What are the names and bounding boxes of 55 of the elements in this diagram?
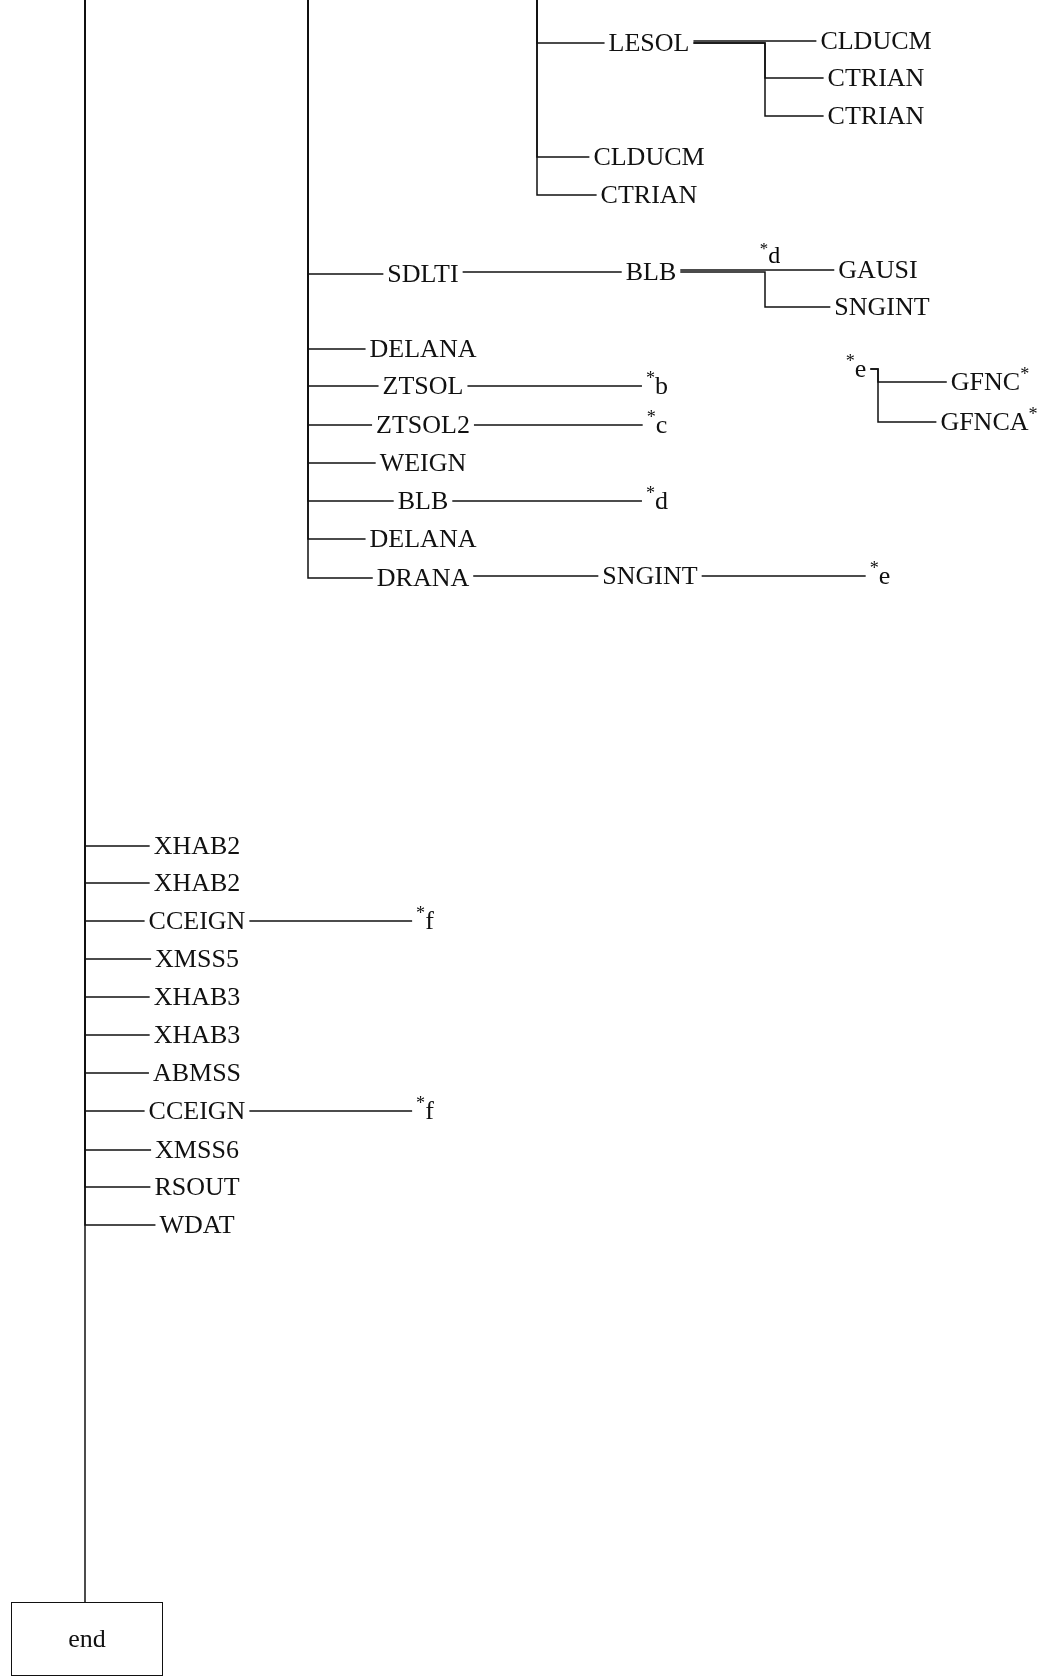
routine-name: ZTSOL bbox=[378, 371, 468, 401]
tree-connector bbox=[248, 1110, 413, 1112]
routine-name: ZTSOL2 bbox=[372, 410, 474, 440]
routine-name: CLDUCM bbox=[816, 26, 936, 56]
routine-name: CTRIAN bbox=[596, 180, 702, 210]
routine-name: WDAT bbox=[155, 1210, 239, 1240]
routine-name: GFNC$^{*}$ bbox=[946, 367, 1034, 397]
routine-name: SDLTI bbox=[383, 259, 463, 289]
routine-name: DRANA bbox=[372, 563, 474, 593]
routine-name: $^{*}$b bbox=[641, 371, 673, 401]
routine-name: CCEIGN bbox=[144, 1096, 250, 1126]
tree-connector bbox=[307, 0, 374, 579]
routine-name: ABMSS bbox=[148, 1058, 246, 1088]
routine-name: DELANA bbox=[365, 334, 481, 364]
routine-name: $^{*}$f bbox=[412, 1096, 438, 1126]
tree-connector bbox=[84, 0, 86, 1603]
routine-name: XHAB3 bbox=[149, 1020, 245, 1050]
routine-name: CCEIGN bbox=[144, 906, 250, 936]
routine-name: GAUSI bbox=[834, 255, 922, 285]
routine-name: XMSS6 bbox=[151, 1135, 243, 1165]
terminal-box: end bbox=[11, 1602, 163, 1676]
routine-name: GFNCA$^{*}$ bbox=[936, 407, 1042, 437]
routine-name: CTRIAN bbox=[823, 101, 929, 131]
routine-name: LESOL bbox=[604, 28, 694, 58]
tree-connector bbox=[679, 271, 832, 308]
tree-connector bbox=[700, 575, 867, 577]
routine-name: XHAB2 bbox=[149, 868, 245, 898]
tree-connector bbox=[692, 40, 818, 42]
routine-name: SNGINT bbox=[598, 561, 702, 591]
routine-name: $^{*}$e bbox=[865, 561, 895, 591]
routine-name: DELANA bbox=[365, 524, 481, 554]
tree-connector bbox=[466, 385, 643, 387]
tree-connector bbox=[473, 424, 644, 426]
routine-name: RSOUT bbox=[150, 1172, 244, 1202]
routine-name: SNGINT bbox=[830, 292, 934, 322]
routine-name: XMSS5 bbox=[151, 944, 243, 974]
routine-name: $^{*}$c bbox=[642, 410, 672, 440]
routine-name: XHAB3 bbox=[149, 982, 245, 1012]
routine-name: $^{*}$f bbox=[412, 906, 438, 936]
tree-connector bbox=[248, 920, 413, 922]
routine-name: BLB bbox=[393, 486, 453, 516]
routine-name: WEIGN bbox=[375, 448, 471, 478]
tree-connector bbox=[451, 500, 643, 502]
tree-connector bbox=[461, 271, 623, 273]
routine-name: CLDUCM bbox=[589, 142, 709, 172]
routine-name: $^{*}$d bbox=[641, 486, 673, 516]
routine-name: $^{*}$e bbox=[841, 354, 871, 384]
routine-name: XHAB2 bbox=[149, 831, 245, 861]
routine-name: CTRIAN bbox=[823, 63, 929, 93]
tree-connector bbox=[869, 368, 938, 423]
tree-connector bbox=[692, 42, 825, 117]
tree-connector bbox=[536, 0, 598, 196]
routine-name: BLB bbox=[621, 257, 681, 287]
tree-connector bbox=[679, 269, 835, 271]
tree-connector bbox=[472, 575, 600, 577]
